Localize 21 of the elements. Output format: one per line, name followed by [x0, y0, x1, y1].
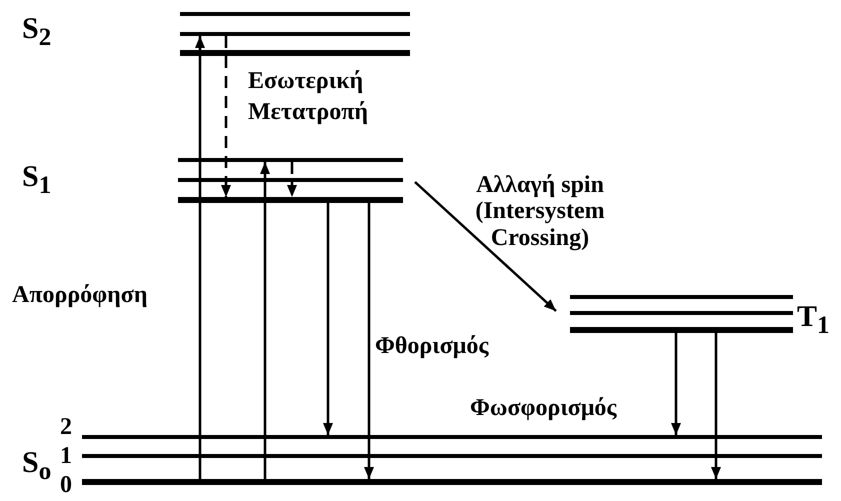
edge-label: Φωσφορισμός: [470, 395, 617, 422]
state-label: S$_{o}$: [22, 446, 52, 486]
dashed-arrow: [221, 36, 231, 197]
edge-label: Φθορισμός: [375, 333, 488, 360]
arrow: [364, 203, 374, 479]
state-label: S$_{1}$: [22, 160, 52, 200]
state-label: T$_{1}$: [797, 300, 830, 340]
arrow: [711, 333, 721, 479]
arrow: [671, 333, 681, 435]
state-label: S$_{2}$: [22, 12, 52, 52]
level-number: 0: [60, 472, 72, 498]
edge-label: Εσωτερική Μετατροπή: [248, 67, 370, 128]
level-number: 1: [60, 443, 72, 470]
arrow: [195, 36, 205, 479]
arrow: [323, 203, 333, 435]
dashed-arrow: [287, 162, 297, 197]
edge-label: Αλλαγή spin (Intersystem Crossing): [474, 172, 606, 252]
arrow: [414, 181, 557, 312]
edge-label: Απορρόφηση: [12, 282, 148, 308]
level-number: 2: [60, 414, 72, 440]
arrow: [260, 162, 270, 479]
